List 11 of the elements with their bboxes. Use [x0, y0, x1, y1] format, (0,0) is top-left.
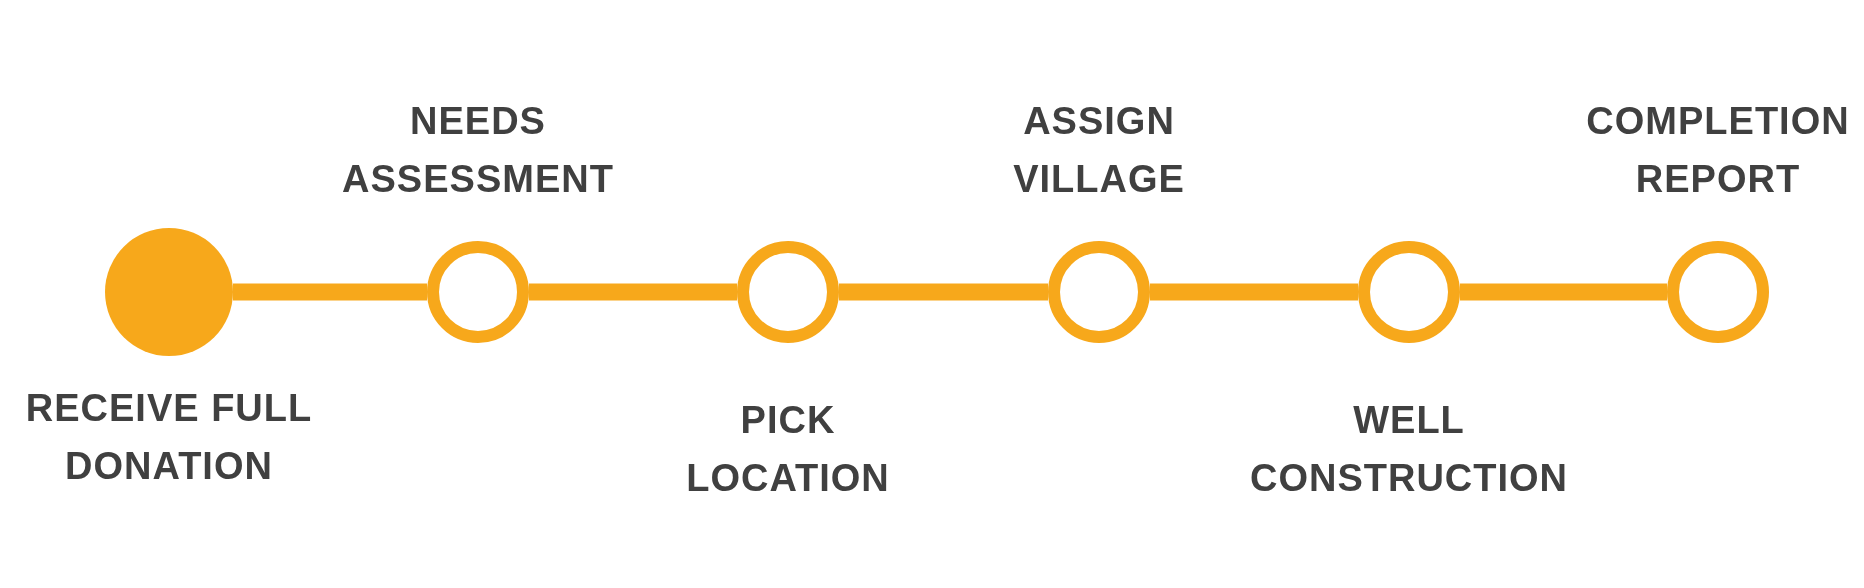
connector-line — [529, 283, 737, 301]
connector-line — [1150, 283, 1358, 301]
step-label: WELL CONSTRUCTION — [1249, 398, 1569, 501]
connector-line — [233, 283, 427, 301]
step-label: NEEDS ASSESSMENT — [342, 99, 614, 202]
connector-line — [1460, 283, 1667, 301]
step-label: COMPLETION REPORT — [1586, 99, 1850, 202]
connector-line — [839, 283, 1048, 301]
step-label: PICK LOCATION — [686, 398, 890, 501]
step-label: ASSIGN VILLAGE — [1013, 99, 1185, 202]
step-label: RECEIVE FULL DONATION — [24, 386, 314, 489]
